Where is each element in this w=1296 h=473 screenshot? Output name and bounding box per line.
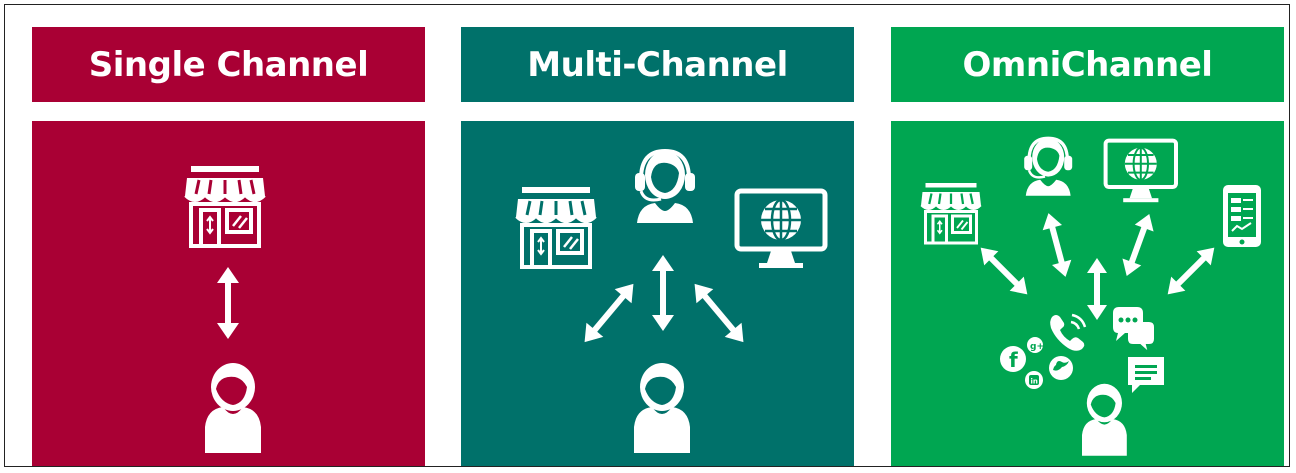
omnichannel-header: OmniChannel: [891, 27, 1284, 102]
web-monitor-icon: [1103, 138, 1179, 203]
double-arrow: [652, 255, 674, 331]
mobile-app-icon: [1223, 185, 1261, 247]
chat-bubbles-icon: [1113, 307, 1156, 356]
double-arrow: [584, 283, 634, 343]
multi-channel-title: Multi-Channel: [527, 44, 788, 85]
multi-channel-header: Multi-Channel: [461, 27, 854, 102]
omnichannel-title: OmniChannel: [962, 44, 1213, 85]
store-icon: [920, 183, 982, 245]
svg-text:in: in: [1031, 378, 1038, 386]
double-arrow: [1122, 213, 1154, 277]
svg-text:f: f: [1009, 348, 1018, 372]
web-monitor-icon: [734, 188, 828, 268]
person-icon: [634, 363, 690, 453]
store-icon: [515, 187, 597, 269]
double-arrow: [980, 247, 1028, 295]
person-icon: [205, 363, 261, 453]
phone-call-icon: [1050, 313, 1087, 351]
single-channel-panel: [32, 121, 425, 466]
double-arrow: [217, 267, 239, 339]
double-arrow: [1167, 247, 1215, 295]
multi-channel-panel: [461, 121, 854, 466]
single-channel-header: Single Channel: [32, 27, 425, 102]
headset-agent-icon: [635, 148, 695, 223]
svg-text:g+: g+: [1030, 342, 1044, 352]
social-media-icons: f g+ in: [1000, 337, 1073, 389]
figure-frame: Single Channel: [4, 4, 1290, 467]
message-icon: [1128, 357, 1164, 393]
single-channel-title: Single Channel: [88, 44, 369, 85]
double-arrow: [694, 283, 744, 343]
store-icon: [184, 166, 266, 248]
omnichannel-panel: f g+ in: [891, 121, 1284, 466]
person-icon: [1082, 383, 1127, 456]
double-arrow: [1087, 258, 1107, 320]
double-arrow: [1042, 213, 1072, 277]
headset-agent-icon: [1024, 136, 1073, 196]
